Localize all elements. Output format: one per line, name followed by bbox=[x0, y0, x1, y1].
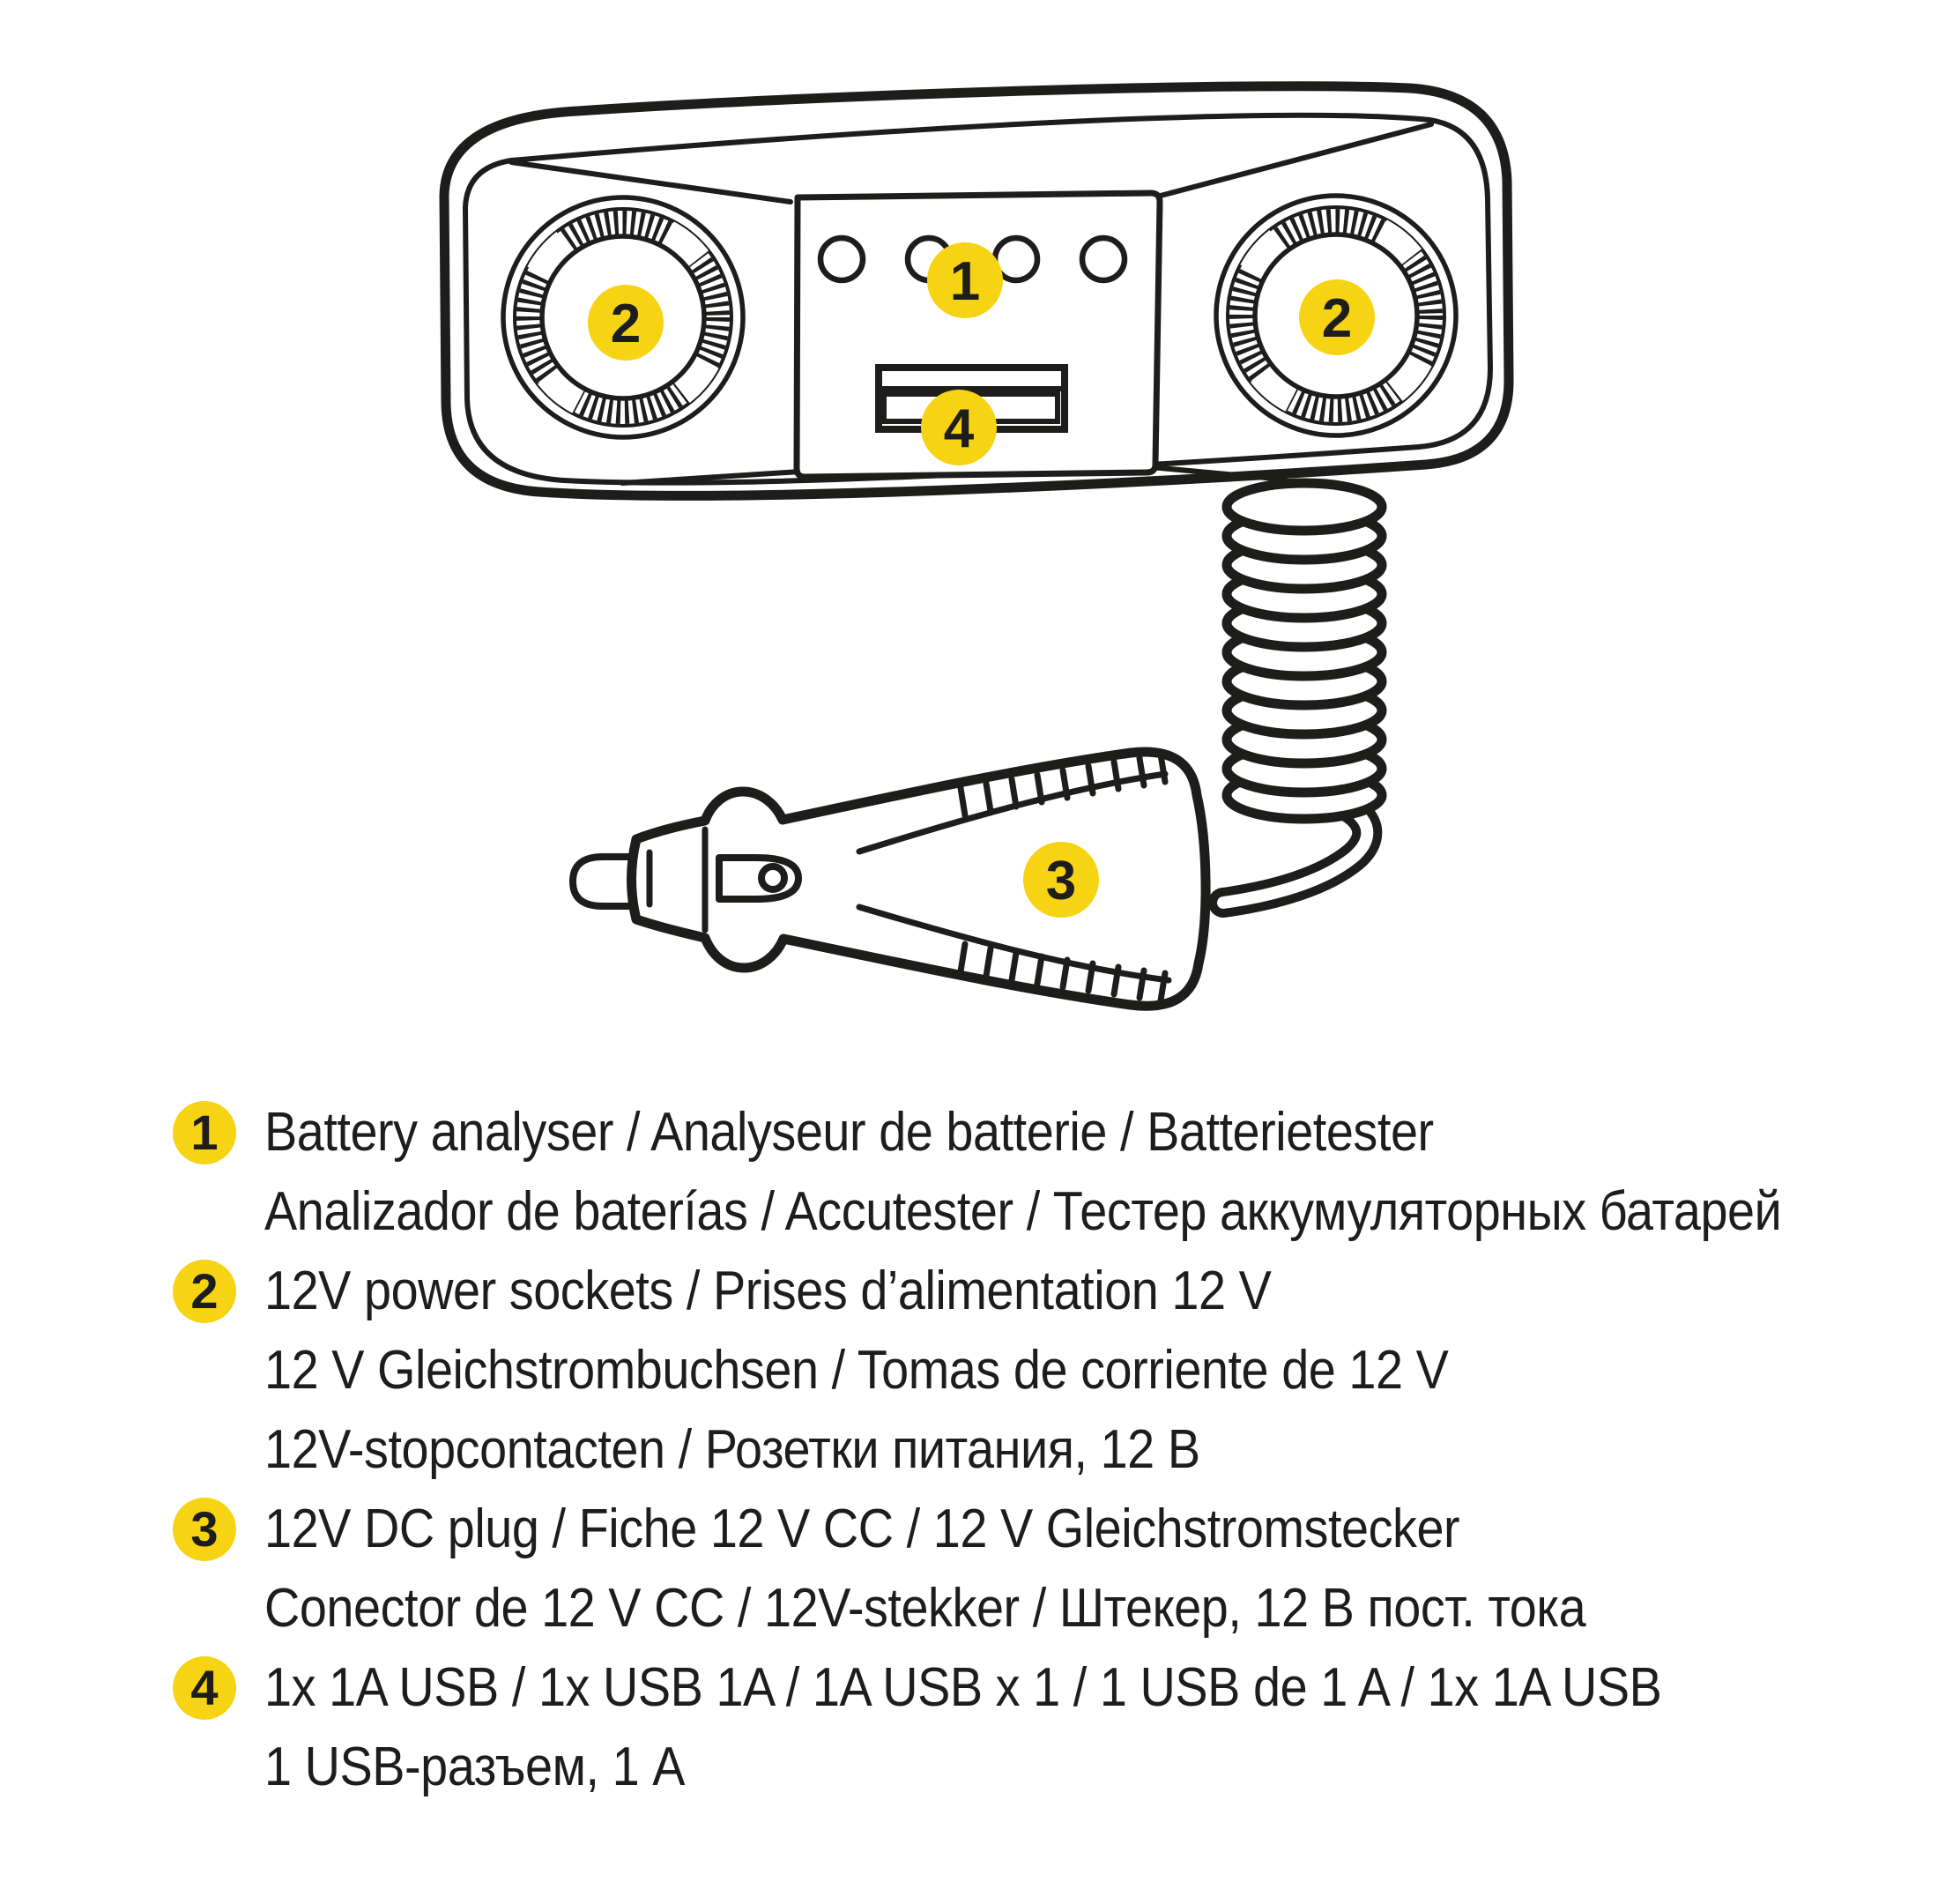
plug-tip bbox=[569, 853, 640, 910]
legend-text: 1 USB-разъем, 1 A bbox=[264, 1737, 686, 1797]
socket-ring-boundary bbox=[1226, 205, 1446, 426]
legend-line: Analizador de baterías / Accutester / Те… bbox=[264, 1172, 1904, 1252]
callout-number: 4 bbox=[944, 398, 975, 459]
callout-circle bbox=[588, 285, 664, 361]
socket-hatch-ring bbox=[1229, 209, 1443, 422]
product-diagram: 1 2 2 3 4 bbox=[439, 81, 1514, 1011]
legend-line: 12V-stopcontacten / Розетки питания, 12 … bbox=[264, 1410, 1904, 1490]
dc-plug bbox=[569, 747, 1211, 1011]
socket-hatch-gaps bbox=[515, 209, 731, 426]
legend-badge-1: 1 bbox=[173, 1101, 236, 1164]
legend-text: Analizador de baterías / Accutester / Те… bbox=[264, 1181, 1782, 1242]
plug-contact-rivet bbox=[758, 863, 788, 893]
usb-port bbox=[875, 364, 1068, 433]
coiled-cable bbox=[1208, 478, 1387, 918]
legend-item-usb: 4 1x 1A USB / 1x USB 1A / 1A USB x 1 / 1… bbox=[173, 1648, 1904, 1807]
legend-text: 12V power sockets / Prises d’alimentatio… bbox=[264, 1261, 1272, 1321]
legend-line: 3 12V DC plug / Fiche 12 V CC / 12 V Gle… bbox=[173, 1490, 1904, 1569]
legend-text: 12V DC plug / Fiche 12 V CC / 12 V Gleic… bbox=[264, 1499, 1460, 1559]
callout-circle bbox=[1299, 279, 1375, 355]
callout-number: 1 bbox=[950, 251, 980, 312]
legend-line: 1 USB-разъем, 1 A bbox=[264, 1728, 1904, 1807]
callout-circle bbox=[1023, 842, 1099, 918]
legend-line: 2 12V power sockets / Prises d’alimentat… bbox=[173, 1252, 1904, 1331]
legend-badge-4: 4 bbox=[173, 1656, 236, 1720]
legend-text: Battery analyser / Analyseur de batterie… bbox=[264, 1102, 1434, 1163]
plug-grip-ticks-top bbox=[957, 751, 1169, 819]
plug-body-outline bbox=[627, 747, 1211, 1011]
callout-number: 3 bbox=[1046, 851, 1076, 911]
led-indicator bbox=[1079, 234, 1128, 284]
callout-battery-analyser: 1 bbox=[927, 242, 1003, 318]
legend-text: Conector de 12 V CC / 12V-stekker / Штек… bbox=[264, 1578, 1586, 1639]
legend-item-dc-plug: 3 12V DC plug / Fiche 12 V CC / 12 V Gle… bbox=[173, 1490, 1904, 1648]
facet-lines bbox=[509, 122, 1434, 486]
callout-circle bbox=[921, 390, 997, 465]
legend-line: 12 V Gleichstrombuchsen / Tomas de corri… bbox=[264, 1331, 1904, 1410]
legend-text: 12V-stopcontacten / Розетки питания, 12 … bbox=[264, 1419, 1200, 1480]
callout-number: 2 bbox=[1322, 288, 1352, 349]
coil-loop bbox=[1221, 478, 1387, 536]
socket-hatch-ring bbox=[516, 211, 730, 424]
callout-dc-plug: 3 bbox=[1023, 842, 1099, 918]
legend-badge-3: 3 bbox=[173, 1498, 236, 1561]
legend: 1 Battery analyser / Analyseur de batter… bbox=[173, 1093, 1904, 1807]
callout-power-socket-right: 2 bbox=[1299, 279, 1375, 355]
legend-item-power-sockets: 2 12V power sockets / Prises d’alimentat… bbox=[173, 1252, 1904, 1490]
callout-circle bbox=[927, 242, 1003, 318]
legend-text: 1x 1A USB / 1x USB 1A / 1A USB x 1 / 1 U… bbox=[264, 1657, 1662, 1718]
socket-hatch-gaps bbox=[1228, 207, 1444, 424]
device-inner-contour bbox=[462, 112, 1494, 486]
legend-line: Conector de 12 V CC / 12V-stekker / Штек… bbox=[264, 1569, 1904, 1648]
legend-badge-2: 2 bbox=[173, 1260, 236, 1323]
plug-grip-ticks-bottom bbox=[957, 941, 1169, 1004]
socket-ring-boundary bbox=[513, 207, 733, 428]
legend-line: 1 Battery analyser / Analyseur de batter… bbox=[173, 1093, 1904, 1172]
legend-text: 12 V Gleichstrombuchsen / Tomas de corri… bbox=[264, 1340, 1449, 1401]
callout-usb-port: 4 bbox=[921, 390, 997, 465]
led-indicator bbox=[817, 234, 866, 284]
legend-line: 4 1x 1A USB / 1x USB 1A / 1A USB x 1 / 1… bbox=[173, 1648, 1904, 1728]
legend-item-battery-analyser: 1 Battery analyser / Analyseur de batter… bbox=[173, 1093, 1904, 1252]
battery-analyser-leds bbox=[817, 234, 1128, 284]
callout-power-socket-left: 2 bbox=[588, 285, 664, 361]
callout-number: 2 bbox=[611, 294, 641, 354]
callout-badges: 1 2 2 3 4 bbox=[588, 242, 1375, 918]
